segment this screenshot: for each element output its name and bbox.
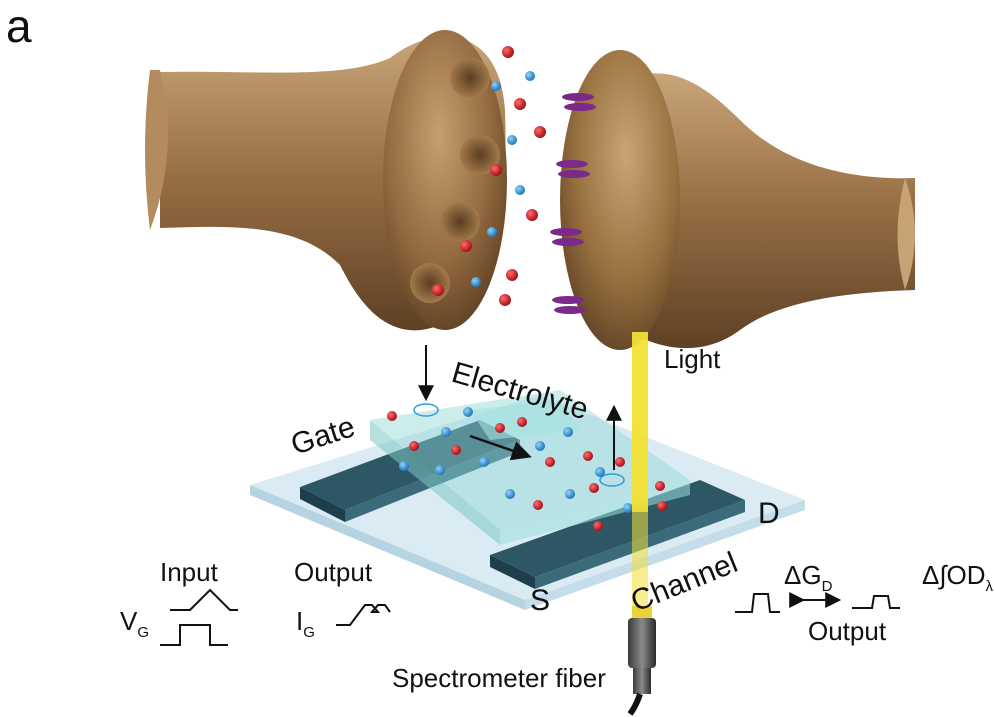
light-beam — [632, 332, 648, 612]
spectrometer-fiber-label: Spectrometer fiber — [392, 663, 606, 693]
conductance-symbol: ΔGD — [784, 560, 833, 595]
source-label: S — [530, 584, 550, 617]
optical-waveform — [852, 595, 900, 609]
channel-output-title: Output — [808, 616, 887, 646]
input-signal-block: Input VG — [120, 557, 238, 646]
ramp-waveform — [170, 588, 238, 611]
channel-output-block: ΔGD Δ∫ODλ Output — [735, 560, 994, 646]
gate-output-block: Output IG — [294, 557, 391, 641]
receptors — [550, 93, 596, 314]
input-signal-symbol: VG — [120, 606, 149, 641]
vesicles-left — [410, 58, 500, 303]
electrolyte-ions — [387, 407, 667, 531]
gate-label: Gate — [287, 410, 359, 461]
conductance-waveform — [735, 593, 780, 613]
channel-arrow — [469, 434, 532, 461]
gate-current-waveform — [336, 604, 391, 626]
postsynaptic-neuron — [550, 50, 915, 350]
pulse-waveform — [160, 624, 228, 646]
drain-label: D — [758, 497, 780, 530]
presynaptic-neuron — [145, 30, 507, 331]
synaptic-ions — [432, 46, 546, 306]
gate-output-signal-symbol: IG — [296, 606, 315, 641]
spectrometer-fiber-probe — [627, 606, 656, 716]
gate-output-title: Output — [294, 557, 373, 587]
optical-density-symbol: Δ∫ODλ — [922, 560, 994, 595]
input-title: Input — [160, 557, 219, 587]
light-label: Light — [664, 344, 721, 374]
panel-letter: a — [6, 0, 32, 52]
